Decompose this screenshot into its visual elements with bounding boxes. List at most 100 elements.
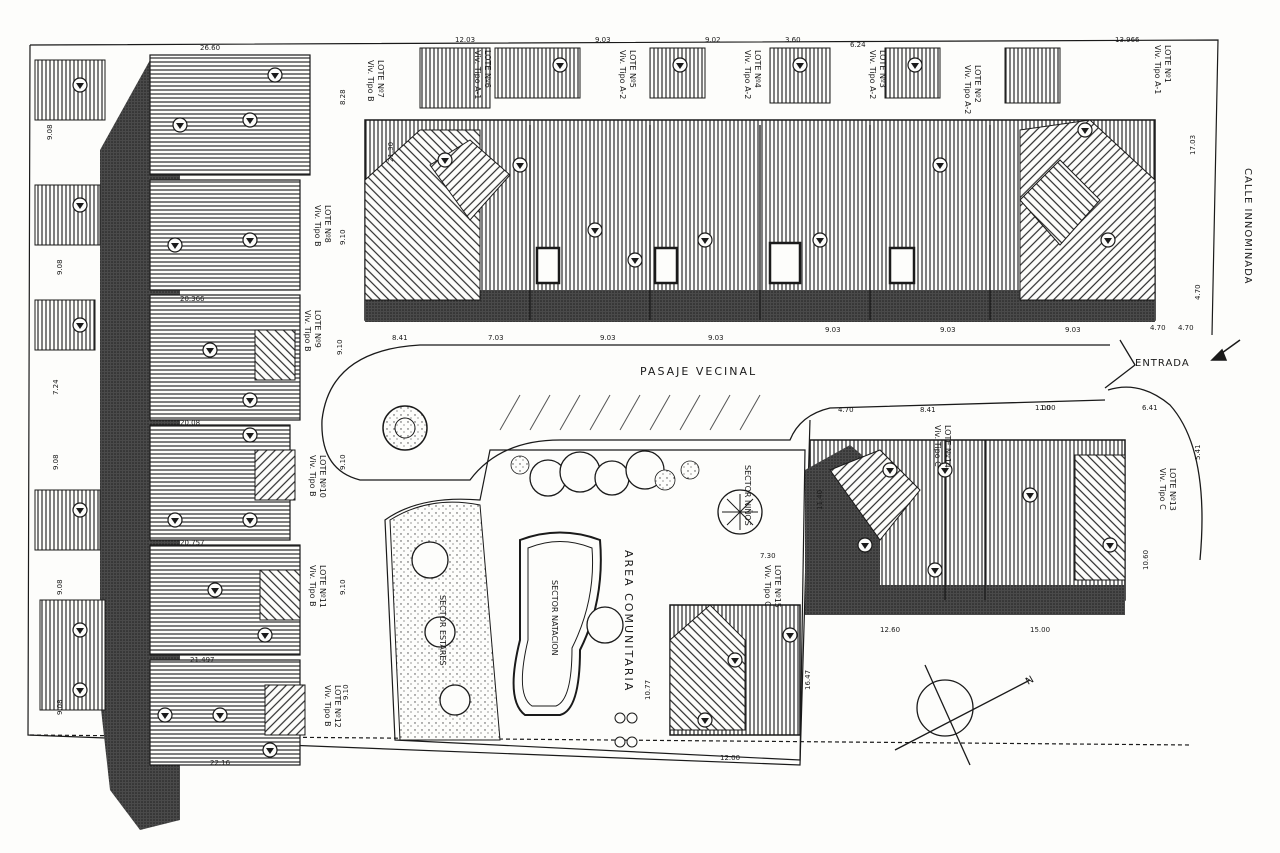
svg-text:4.70: 4.70: [1194, 284, 1202, 300]
svg-text:9.08: 9.08: [56, 259, 64, 275]
svg-text:Viv. Tipo B: Viv. Tipo B: [303, 310, 312, 352]
svg-text:8.28: 8.28: [339, 89, 347, 105]
entrance-arrow: [1210, 339, 1241, 361]
street-label: CALLE INNOMINADA: [1242, 168, 1253, 285]
lot-15-house: [669, 604, 801, 736]
svg-text:20.366: 20.366: [180, 295, 205, 303]
svg-text:4.70: 4.70: [1178, 324, 1194, 332]
north-row-houses: [364, 47, 1156, 322]
svg-text:5.41: 5.41: [1194, 444, 1202, 460]
svg-text:6.41: 6.41: [1142, 404, 1158, 412]
svg-text:20.757: 20.757: [180, 539, 205, 547]
svg-text:13.966: 13.966: [1115, 36, 1140, 44]
dimension-labels: 26.60 12.03 9.03 9.02 3.60 6.24 13.966 8…: [46, 36, 1202, 767]
svg-text:9.02: 9.02: [705, 36, 721, 44]
svg-text:12.60: 12.60: [880, 626, 900, 634]
svg-text:Viv. Tipo A-2: Viv. Tipo A-2: [868, 50, 877, 99]
svg-text:LOTE Nº9: LOTE Nº9: [313, 310, 322, 348]
svg-text:4.70: 4.70: [1150, 324, 1166, 332]
svg-text:LOTE Nº4: LOTE Nº4: [753, 50, 762, 88]
svg-text:9.08: 9.08: [46, 124, 54, 140]
pasaje-road: [321, 339, 1203, 561]
svg-text:9.10: 9.10: [339, 579, 347, 595]
svg-text:9.10: 9.10: [342, 684, 350, 700]
svg-text:9.03: 9.03: [595, 36, 611, 44]
svg-text:Viv. Tipo A-2: Viv. Tipo A-2: [743, 50, 752, 99]
svg-text:Viv. Tipo C: Viv. Tipo C: [933, 425, 942, 467]
svg-text:Viv. Tipo A-1: Viv. Tipo A-1: [473, 50, 482, 99]
svg-text:9.03: 9.03: [708, 334, 724, 342]
svg-text:Viv. Tipo B: Viv. Tipo B: [323, 685, 332, 727]
svg-text:1.00: 1.00: [1035, 404, 1051, 412]
svg-text:9.03: 9.03: [825, 326, 841, 334]
svg-text:Viv. Tipo C: Viv. Tipo C: [763, 565, 772, 607]
kids-label: SECTOR NIÑOS: [743, 465, 753, 526]
svg-text:6.24: 6.24: [850, 41, 866, 49]
svg-text:Viv. Tipo B: Viv. Tipo B: [313, 205, 322, 247]
svg-text:LOTE Nº8: LOTE Nº8: [323, 205, 332, 243]
svg-text:11.40: 11.40: [816, 490, 824, 510]
entrance-label: ENTRADA: [1135, 358, 1190, 369]
svg-text:LOTE Nº11: LOTE Nº11: [318, 565, 327, 608]
svg-text:4.70: 4.70: [838, 406, 854, 414]
svg-text:LOTE Nº2: LOTE Nº2: [973, 65, 982, 103]
svg-text:LOTE Nº7: LOTE Nº7: [376, 60, 385, 98]
svg-text:9.08: 9.08: [56, 699, 64, 715]
svg-text:7.30: 7.30: [760, 552, 776, 560]
community-area: [384, 449, 806, 761]
svg-text:Viv. Tipo A-2: Viv. Tipo A-2: [618, 50, 627, 99]
svg-text:Viv. Tipo A-2: Viv. Tipo A-2: [963, 65, 972, 114]
svg-text:8.41: 8.41: [392, 334, 408, 342]
svg-text:LOTE Nº10: LOTE Nº10: [318, 455, 327, 498]
west-column-houses: [34, 54, 311, 830]
east-block-houses: [805, 439, 1126, 615]
svg-text:8.41: 8.41: [920, 406, 936, 414]
svg-text:7.24: 7.24: [52, 379, 60, 395]
svg-text:Viv. Tipo A-1: Viv. Tipo A-1: [1153, 45, 1162, 94]
svg-text:LOTE Nº13: LOTE Nº13: [1168, 468, 1177, 511]
svg-text:9.08: 9.08: [56, 579, 64, 595]
svg-text:Viv. Tipo B: Viv. Tipo B: [366, 60, 375, 102]
north-arrow: [894, 664, 1031, 766]
svg-text:9.10: 9.10: [336, 339, 344, 355]
svg-text:9.03: 9.03: [1065, 326, 1081, 334]
svg-text:LOTE Nº3: LOTE Nº3: [878, 50, 887, 88]
pool-label: SECTOR NATACION: [550, 580, 559, 656]
svg-text:3.60: 3.60: [785, 36, 801, 44]
svg-text:Viv. Tipo B: Viv. Tipo B: [308, 565, 317, 607]
svg-text:9.03: 9.03: [940, 326, 956, 334]
svg-text:LOTE Nº5: LOTE Nº5: [628, 50, 637, 88]
lounge-label: SECTOR ESTARES: [438, 595, 447, 666]
svg-text:15.00: 15.00: [1030, 626, 1050, 634]
svg-text:LOTE Nº14: LOTE Nº14: [943, 425, 952, 468]
svg-text:21.497: 21.497: [190, 656, 215, 664]
svg-text:17.03: 17.03: [1189, 135, 1197, 155]
svg-text:12.00: 12.00: [720, 754, 740, 762]
svg-text:Viv. Tipo B: Viv. Tipo B: [308, 455, 317, 497]
svg-text:9.10: 9.10: [339, 229, 347, 245]
svg-text:LOTE Nº12: LOTE Nº12: [333, 685, 342, 728]
svg-text:9.03: 9.03: [600, 334, 616, 342]
svg-text:1.00: 1.00: [1040, 404, 1056, 412]
svg-text:9.08: 9.08: [52, 454, 60, 470]
svg-text:20.08: 20.08: [180, 419, 200, 427]
north-label: N: [1024, 674, 1037, 688]
passage-label: PASAJE VECINAL: [640, 365, 757, 378]
svg-text:10.77: 10.77: [644, 680, 652, 700]
